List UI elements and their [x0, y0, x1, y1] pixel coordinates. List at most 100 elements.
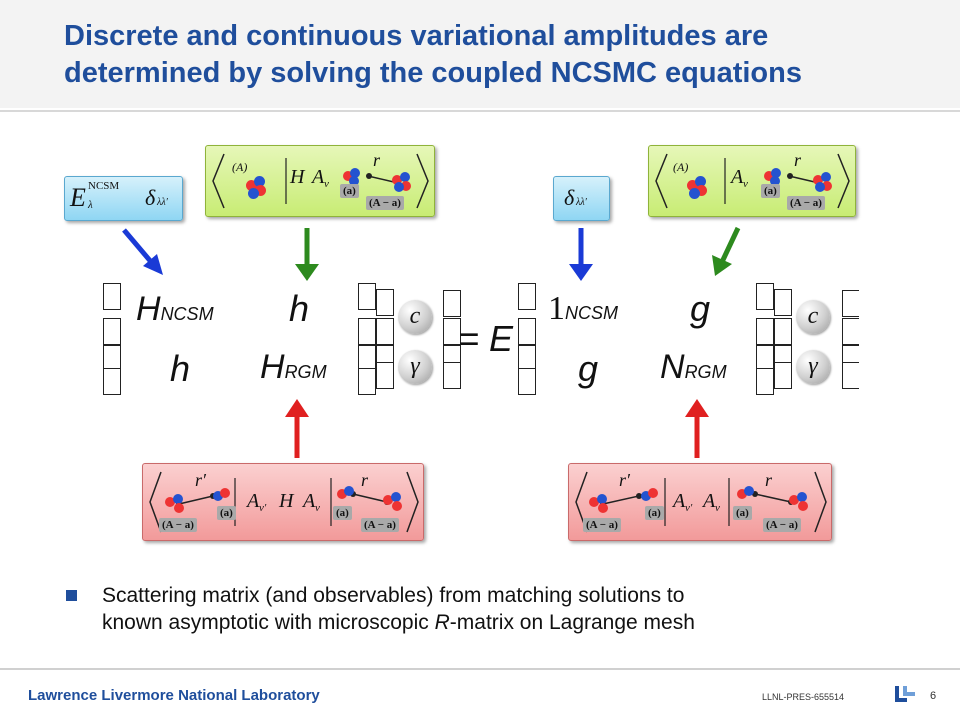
r-label: r — [361, 470, 369, 490]
antisym-operator-2: A — [303, 490, 316, 512]
bullet-line-1: Scattering matrix (and observables) from… — [102, 584, 685, 607]
delta-box: δ λλ′ — [553, 176, 610, 221]
one-symbol: 1 — [548, 290, 565, 327]
bracket-square — [358, 318, 376, 345]
nucleus-a-icon — [687, 176, 709, 199]
delta-subscript: λλ′ — [576, 197, 587, 208]
blue-arrow-left — [122, 228, 163, 275]
h-rgm-symbol: H — [260, 348, 285, 386]
blue-arrow-right — [569, 228, 593, 281]
cluster-aa-icon — [589, 494, 611, 514]
nu-subscript: ν — [324, 178, 329, 190]
n-rgm: NRGM — [660, 348, 727, 387]
antisym-operator-1: A — [673, 490, 686, 512]
bracket-square — [774, 318, 792, 345]
slide-title: Discrete and continuous variational ampl… — [64, 20, 802, 89]
cluster-a-icon — [337, 486, 357, 504]
h-lower-2: h — [170, 348, 191, 389]
red-arrow-left — [285, 399, 309, 458]
footer-lab-name: Lawrence Livermore National Laboratory — [28, 687, 320, 704]
cluster-a-icon — [764, 168, 784, 186]
antisym-operator-1: A — [247, 490, 260, 512]
aa-tag: (A − a) — [366, 196, 404, 210]
a-tag: (a) — [761, 184, 780, 198]
bullet-line-2-post: -matrix on Lagrange mesh — [449, 611, 695, 634]
h-lower-1: h — [289, 288, 310, 329]
h-rgm: HRGM — [260, 348, 327, 387]
cluster-a-icon — [213, 488, 233, 506]
g-lower-1: g — [690, 288, 711, 329]
c-coefficient-ball-left: c — [398, 300, 432, 334]
h-operator: H — [279, 490, 294, 512]
aa-tag: (A − a) — [787, 196, 825, 210]
bracket-square — [842, 318, 859, 345]
llnl-logo-icon — [895, 686, 915, 702]
nu-prime-subscript: ν′ — [685, 502, 693, 514]
bracket-square — [518, 283, 536, 310]
h-operator: H — [290, 166, 305, 188]
bracket-square — [842, 290, 859, 317]
cluster-aa-icon — [383, 492, 405, 512]
bracket-square — [358, 283, 376, 310]
nucleus-a-icon — [246, 176, 268, 199]
bracket-square — [756, 283, 774, 310]
bracket-square — [774, 289, 792, 316]
bracket-square — [518, 368, 536, 395]
g-lower-2: g — [578, 348, 599, 389]
aa-tag-left: (A − a) — [159, 518, 197, 532]
r-label: r — [794, 150, 802, 170]
cluster-aa-icon — [392, 172, 414, 192]
delta-symbol: δ — [564, 185, 575, 210]
red-arrow-right — [685, 399, 709, 458]
bracket-square — [518, 318, 536, 345]
bullet-line-2-pre: known asymptotic with microscopic — [102, 611, 435, 634]
bracket-square — [842, 362, 859, 389]
bullet-line-2-italic: R — [434, 611, 450, 634]
cluster-a-icon — [641, 488, 661, 506]
a-tag: (a) — [340, 184, 359, 198]
bracket-square — [756, 368, 774, 395]
one-subscript: NCSM — [565, 303, 618, 323]
c-coefficient-ball-right: c — [796, 300, 830, 334]
a-label: (A) — [673, 160, 689, 174]
e-subscript: λ — [88, 199, 93, 211]
nu-subscript: ν — [743, 178, 748, 190]
bracket-square — [103, 318, 121, 345]
bracket-square — [358, 368, 376, 395]
a-tag-left: (a) — [217, 506, 236, 520]
bracket-square — [756, 318, 774, 345]
bracket-square — [376, 318, 394, 345]
e-symbol: E — [70, 183, 86, 212]
a-tag-right: (a) — [333, 506, 352, 520]
n-rgm-symbol: N — [660, 348, 685, 386]
bracket-square — [443, 290, 461, 317]
green-matrix-element-h: (A) H A ν r (a) (A − a) — [205, 145, 435, 217]
footer-divider — [0, 668, 960, 670]
delta-subscript: λλ′ — [157, 197, 168, 208]
bullet-text: Scattering matrix (and observables) from… — [102, 582, 882, 636]
r-prime-label: r′ — [619, 470, 630, 490]
cluster-aa-icon — [813, 172, 835, 192]
green-arrow-left — [295, 228, 319, 281]
bullet-line-2: known asymptotic with microscopic R-matr… — [102, 609, 882, 636]
a-tag-left: (a) — [645, 506, 664, 520]
bracket-square — [103, 368, 121, 395]
aa-tag-right: (A − a) — [361, 518, 399, 532]
bracket-square — [376, 362, 394, 389]
footer-document-code: LLNL-PRES-655514 — [762, 692, 845, 702]
aa-tag-right: (A − a) — [763, 518, 801, 532]
red-matrix-element-norm: r′ r A ν′ A ν (A − a) (a) (a) (A − a) — [568, 463, 832, 541]
aa-tag-left: (A − a) — [583, 518, 621, 532]
nu-subscript: ν — [315, 502, 320, 514]
equals-e: = E — [458, 318, 514, 359]
cluster-aa-icon — [165, 494, 187, 514]
a-label: (A) — [232, 160, 248, 174]
green-matrix-element-norm: (A) A ν r (a) (A − a) — [648, 145, 856, 217]
bracket-square — [774, 362, 792, 389]
r-prime-label: r′ — [195, 470, 206, 490]
bracket-square — [443, 362, 461, 389]
bracket-square — [103, 283, 121, 310]
gamma-ball-right: γ — [796, 350, 830, 384]
h-ncsm: HNCSM — [136, 290, 214, 329]
nu-subscript: ν — [715, 502, 720, 514]
